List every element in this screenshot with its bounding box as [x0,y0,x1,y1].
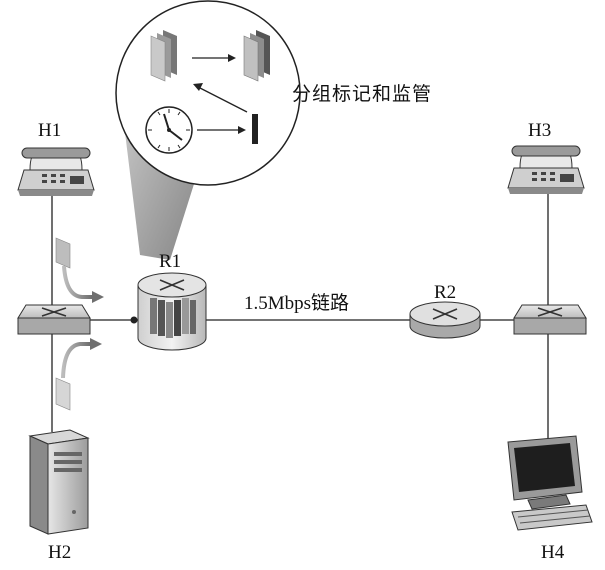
arrow-right-icon [92,291,104,303]
callout-bubble [116,1,300,185]
r1-port [131,317,138,324]
h2-label: H2 [48,543,71,562]
h4-label: H4 [541,543,564,562]
h2-server-tower-icon [30,430,88,534]
clock-icon [146,107,192,153]
arrow-right-icon [90,338,102,350]
h1-telephone-icon [18,148,94,196]
h3-telephone-icon [508,146,584,194]
r2-router-icon [410,302,480,338]
link-r1-r2-label: 1.5Mbps链路 [244,294,349,313]
h4-desktop-computer-icon [508,436,592,530]
r1-label: R1 [159,252,181,271]
callout-title: 分组标记和监管 [292,85,432,104]
token-bar-icon [252,114,258,144]
h1-label: H1 [38,121,61,140]
right-switch-icon [514,305,586,334]
h3-label: H3 [528,121,551,140]
r1-router-queue-icon [138,273,206,350]
r2-label: R2 [434,283,456,302]
left-switch-icon [18,305,90,334]
